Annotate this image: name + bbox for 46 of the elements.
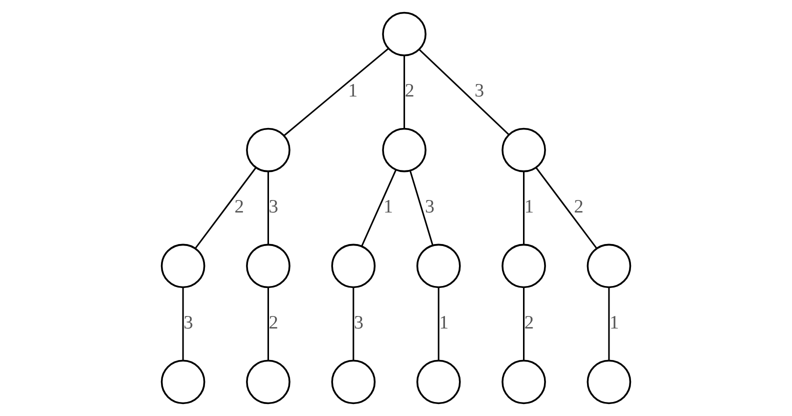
- edge-label: 2: [524, 312, 534, 334]
- node-circle: [246, 128, 290, 172]
- connector: [410, 170, 434, 246]
- node-circle: [586, 360, 632, 404]
- node-circle: [502, 360, 546, 404]
- node-circle: [331, 244, 376, 288]
- node-circle: [502, 244, 546, 288]
- edge-label: 3: [424, 196, 434, 218]
- edge-label: 2: [574, 196, 584, 218]
- edge-label: 1: [524, 196, 534, 218]
- connector: [194, 167, 257, 249]
- node-circle: [416, 360, 461, 404]
- edge-label: 3: [268, 196, 278, 218]
- connector: [267, 287, 269, 361]
- connector: [523, 287, 525, 361]
- edge-label: 2: [234, 196, 244, 218]
- edge-label: 3: [474, 80, 484, 102]
- connector: [267, 172, 269, 245]
- connector: [404, 56, 406, 129]
- connector: [608, 287, 610, 361]
- edge-label: 1: [348, 80, 358, 102]
- edge-label: 1: [384, 196, 394, 218]
- connector: [284, 48, 389, 136]
- node-circle: [160, 244, 206, 288]
- connector: [182, 287, 184, 361]
- connector: [523, 172, 525, 245]
- node-circle: [382, 128, 426, 172]
- edge-label: 2: [268, 312, 278, 334]
- edge-label: 1: [610, 312, 620, 334]
- edge-label: 1: [439, 312, 449, 334]
- edge-label: 3: [354, 312, 364, 334]
- node-circle: [416, 244, 461, 288]
- node-circle: [246, 244, 290, 288]
- connector: [535, 167, 598, 249]
- node-circle: [246, 360, 290, 404]
- node-circle: [586, 244, 632, 288]
- node-circle: [502, 128, 546, 172]
- node-circle: [160, 360, 206, 404]
- node-circle: [382, 12, 426, 56]
- node-circle: [331, 360, 376, 404]
- edge-label: 3: [184, 312, 194, 334]
- connector: [418, 49, 510, 136]
- edge-label: 2: [404, 80, 414, 102]
- connector: [352, 287, 354, 361]
- connector: [361, 170, 397, 246]
- connector: [438, 287, 440, 361]
